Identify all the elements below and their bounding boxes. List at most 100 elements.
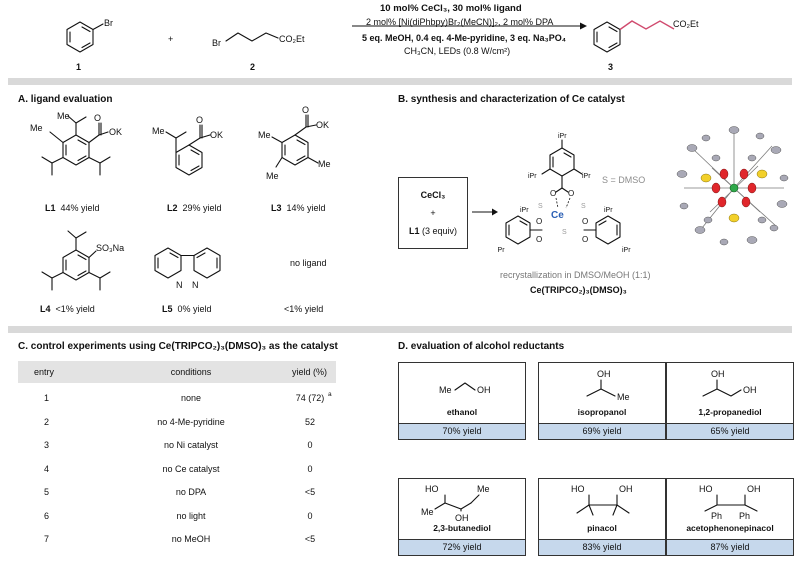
svg-text:S: S (538, 203, 543, 210)
alcohol-card-acetophenonepinacol: HO OH Ph Ph acetophenonepinacol 87% yiel… (666, 478, 794, 556)
condition-reductant: 5 eq. MeOH, 0.4 eq. 4-Me-pyridine, 3 eq.… (362, 33, 567, 43)
table-cell-yield: 52 (304, 416, 315, 427)
column-header-entry: entry (34, 367, 55, 377)
svg-text:Me: Me (318, 159, 331, 169)
ligand-l1-caption: L1 44% yield (45, 203, 100, 213)
bromine-label: Br (212, 38, 221, 48)
svg-text:S: S (562, 229, 567, 236)
table-cell-conditions: no 4-Me-pyridine (157, 416, 225, 427)
alcohol-name: pinacol (587, 523, 617, 533)
plus-sign: + (430, 208, 436, 218)
table-cell-entry: 2 (44, 416, 50, 427)
column-header-conditions: conditions (170, 367, 212, 377)
svg-text:OH: OH (743, 385, 757, 395)
svg-text:OH: OH (477, 385, 491, 395)
section-divider (8, 78, 792, 85)
ligand-structures: Me O OK Me Me O OK Me O OK Me Me (30, 105, 331, 291)
alcohol-card-isopropanol: OH Me isopropanol 69% yield (538, 362, 666, 440)
no-ligand-label: no ligand (290, 258, 327, 268)
section-a-title: A. ligand evaluation (18, 94, 113, 105)
ligand-l1-structure: Me O OK Me (30, 111, 122, 176)
alcohol-name: 2,3-butanediol (433, 523, 491, 533)
svg-text:Me: Me (266, 171, 279, 181)
table-cell-entry: 3 (44, 440, 50, 450)
catalyst-name: Ce(TRIPCO₂)₃(DMSO)₃ (530, 285, 627, 295)
cerium-complex-structure: iPr iPr iPr OO Ce S S S iPr iPr OO iPr i… (498, 133, 631, 254)
compound-3-label: 3 (608, 62, 614, 72)
svg-text:Ce: Ce (551, 210, 564, 221)
ester-label: CO₂Et (279, 34, 305, 44)
alcohol-yield: 70% yield (399, 423, 525, 439)
reagent-box: CeCl₃ + L1 (3 equiv) (398, 177, 468, 249)
recrystallization-note: recrystallization in DMSO/MeOH (1:1) (500, 270, 651, 280)
svg-text:Me: Me (477, 484, 490, 494)
alcohol-card-ethanol: Me OH ethanol 70% yield (398, 362, 526, 440)
svg-text:iPr: iPr (604, 207, 613, 214)
svg-text:Ph: Ph (711, 511, 722, 521)
section-d-title: D. evaluation of alcohol reductants (398, 341, 565, 352)
alcohol-yield: 83% yield (539, 539, 665, 555)
pinacol-structure: HO OH (571, 484, 633, 516)
svg-text:iPr: iPr (582, 173, 591, 180)
crystal-structure-image (676, 126, 789, 246)
svg-text:OH: OH (747, 484, 761, 494)
section-b-title: B. synthesis and characterization of Ce … (398, 94, 625, 105)
alcohol-name: isopropanol (577, 407, 627, 417)
ligand-l3-caption: L3 14% yield (271, 203, 326, 213)
ester-label: CO₂Et (673, 19, 699, 29)
condition-nickel: 2 mol% [Ni(diPhbpy)Br₂(MeCN)]₂, 2 mol% D… (366, 17, 554, 27)
no-ligand-yield: <1% yield (284, 304, 324, 314)
butanediol-structure: HO Me Me OH (421, 484, 490, 523)
svg-text:Me: Me (30, 123, 43, 133)
alcohol-name: 1,2-propanediol (698, 407, 762, 417)
bromobenzene-structure: Br (66, 18, 113, 53)
svg-text:OH: OH (711, 369, 725, 379)
ligand-l4-structure: SO₃Na (41, 230, 124, 291)
svg-text:iPr: iPr (498, 247, 505, 254)
svg-text:O: O (94, 113, 101, 123)
alcohol-card-butanediol: HO Me Me OH 2,3-butanediol 72% yield (398, 478, 526, 556)
table-cell-yield: <5 (304, 487, 316, 497)
svg-text:Me: Me (258, 130, 271, 140)
table-cell-yield: 0 (307, 463, 313, 474)
table-cell-conditions: no light (176, 510, 206, 521)
isopropanol-structure: OH Me (586, 369, 630, 402)
alcohol-name: acetophenonepinacol (686, 523, 774, 533)
svg-text:OK: OK (109, 127, 122, 137)
svg-text:iPr: iPr (528, 173, 537, 180)
svg-text:Me: Me (439, 385, 452, 395)
ethanol-structure: Me OH (439, 382, 491, 395)
acetophenonepinacol-structure: HO OH Ph Ph (699, 484, 761, 521)
svg-text:OK: OK (210, 130, 223, 140)
svg-text:HO: HO (425, 484, 439, 494)
alcohol-yield: 65% yield (667, 423, 793, 439)
alcohol-yield: 72% yield (399, 539, 525, 555)
ligand-l5-structure: N N (154, 247, 221, 290)
table-cell-yield: 0 (307, 440, 313, 450)
svg-text:O: O (568, 189, 574, 198)
cerium-chloride-label: CeCl₃ (420, 190, 446, 200)
condition-catalysts: 10 mol% CeCl₃, 30 mol% ligand (380, 3, 522, 14)
svg-text:Me: Me (617, 392, 630, 402)
ligand-l2-structure: Me O OK (152, 115, 223, 176)
svg-text:O: O (196, 115, 203, 125)
section-divider (8, 326, 792, 333)
alcohol-card-propanediol: OH OH 1,2-propanediol 65% yield (666, 362, 794, 440)
section-c-title: C. control experiments using Ce(TRIPCO₂)… (18, 341, 338, 352)
svg-text:Me: Me (57, 111, 70, 121)
svg-text:O: O (550, 189, 556, 198)
table-cell-yield: 0 (307, 510, 313, 521)
svg-text:iPr: iPr (622, 247, 631, 254)
svg-text:iPr: iPr (558, 133, 567, 140)
ligand-l2-caption: L2 29% yield (167, 203, 222, 213)
svg-text:N: N (176, 280, 183, 290)
svg-text:O: O (582, 217, 588, 226)
table-cell-entry: 5 (44, 487, 50, 497)
arrow-head (580, 22, 587, 30)
svg-text:iPr: iPr (520, 207, 529, 214)
svg-text:HO: HO (699, 484, 713, 494)
product-structure: CO₂Et (593, 19, 699, 53)
svg-text:OK: OK (316, 120, 329, 130)
table-cell-conditions: no Ni catalyst (163, 440, 219, 450)
svg-text:S: S (581, 203, 586, 210)
